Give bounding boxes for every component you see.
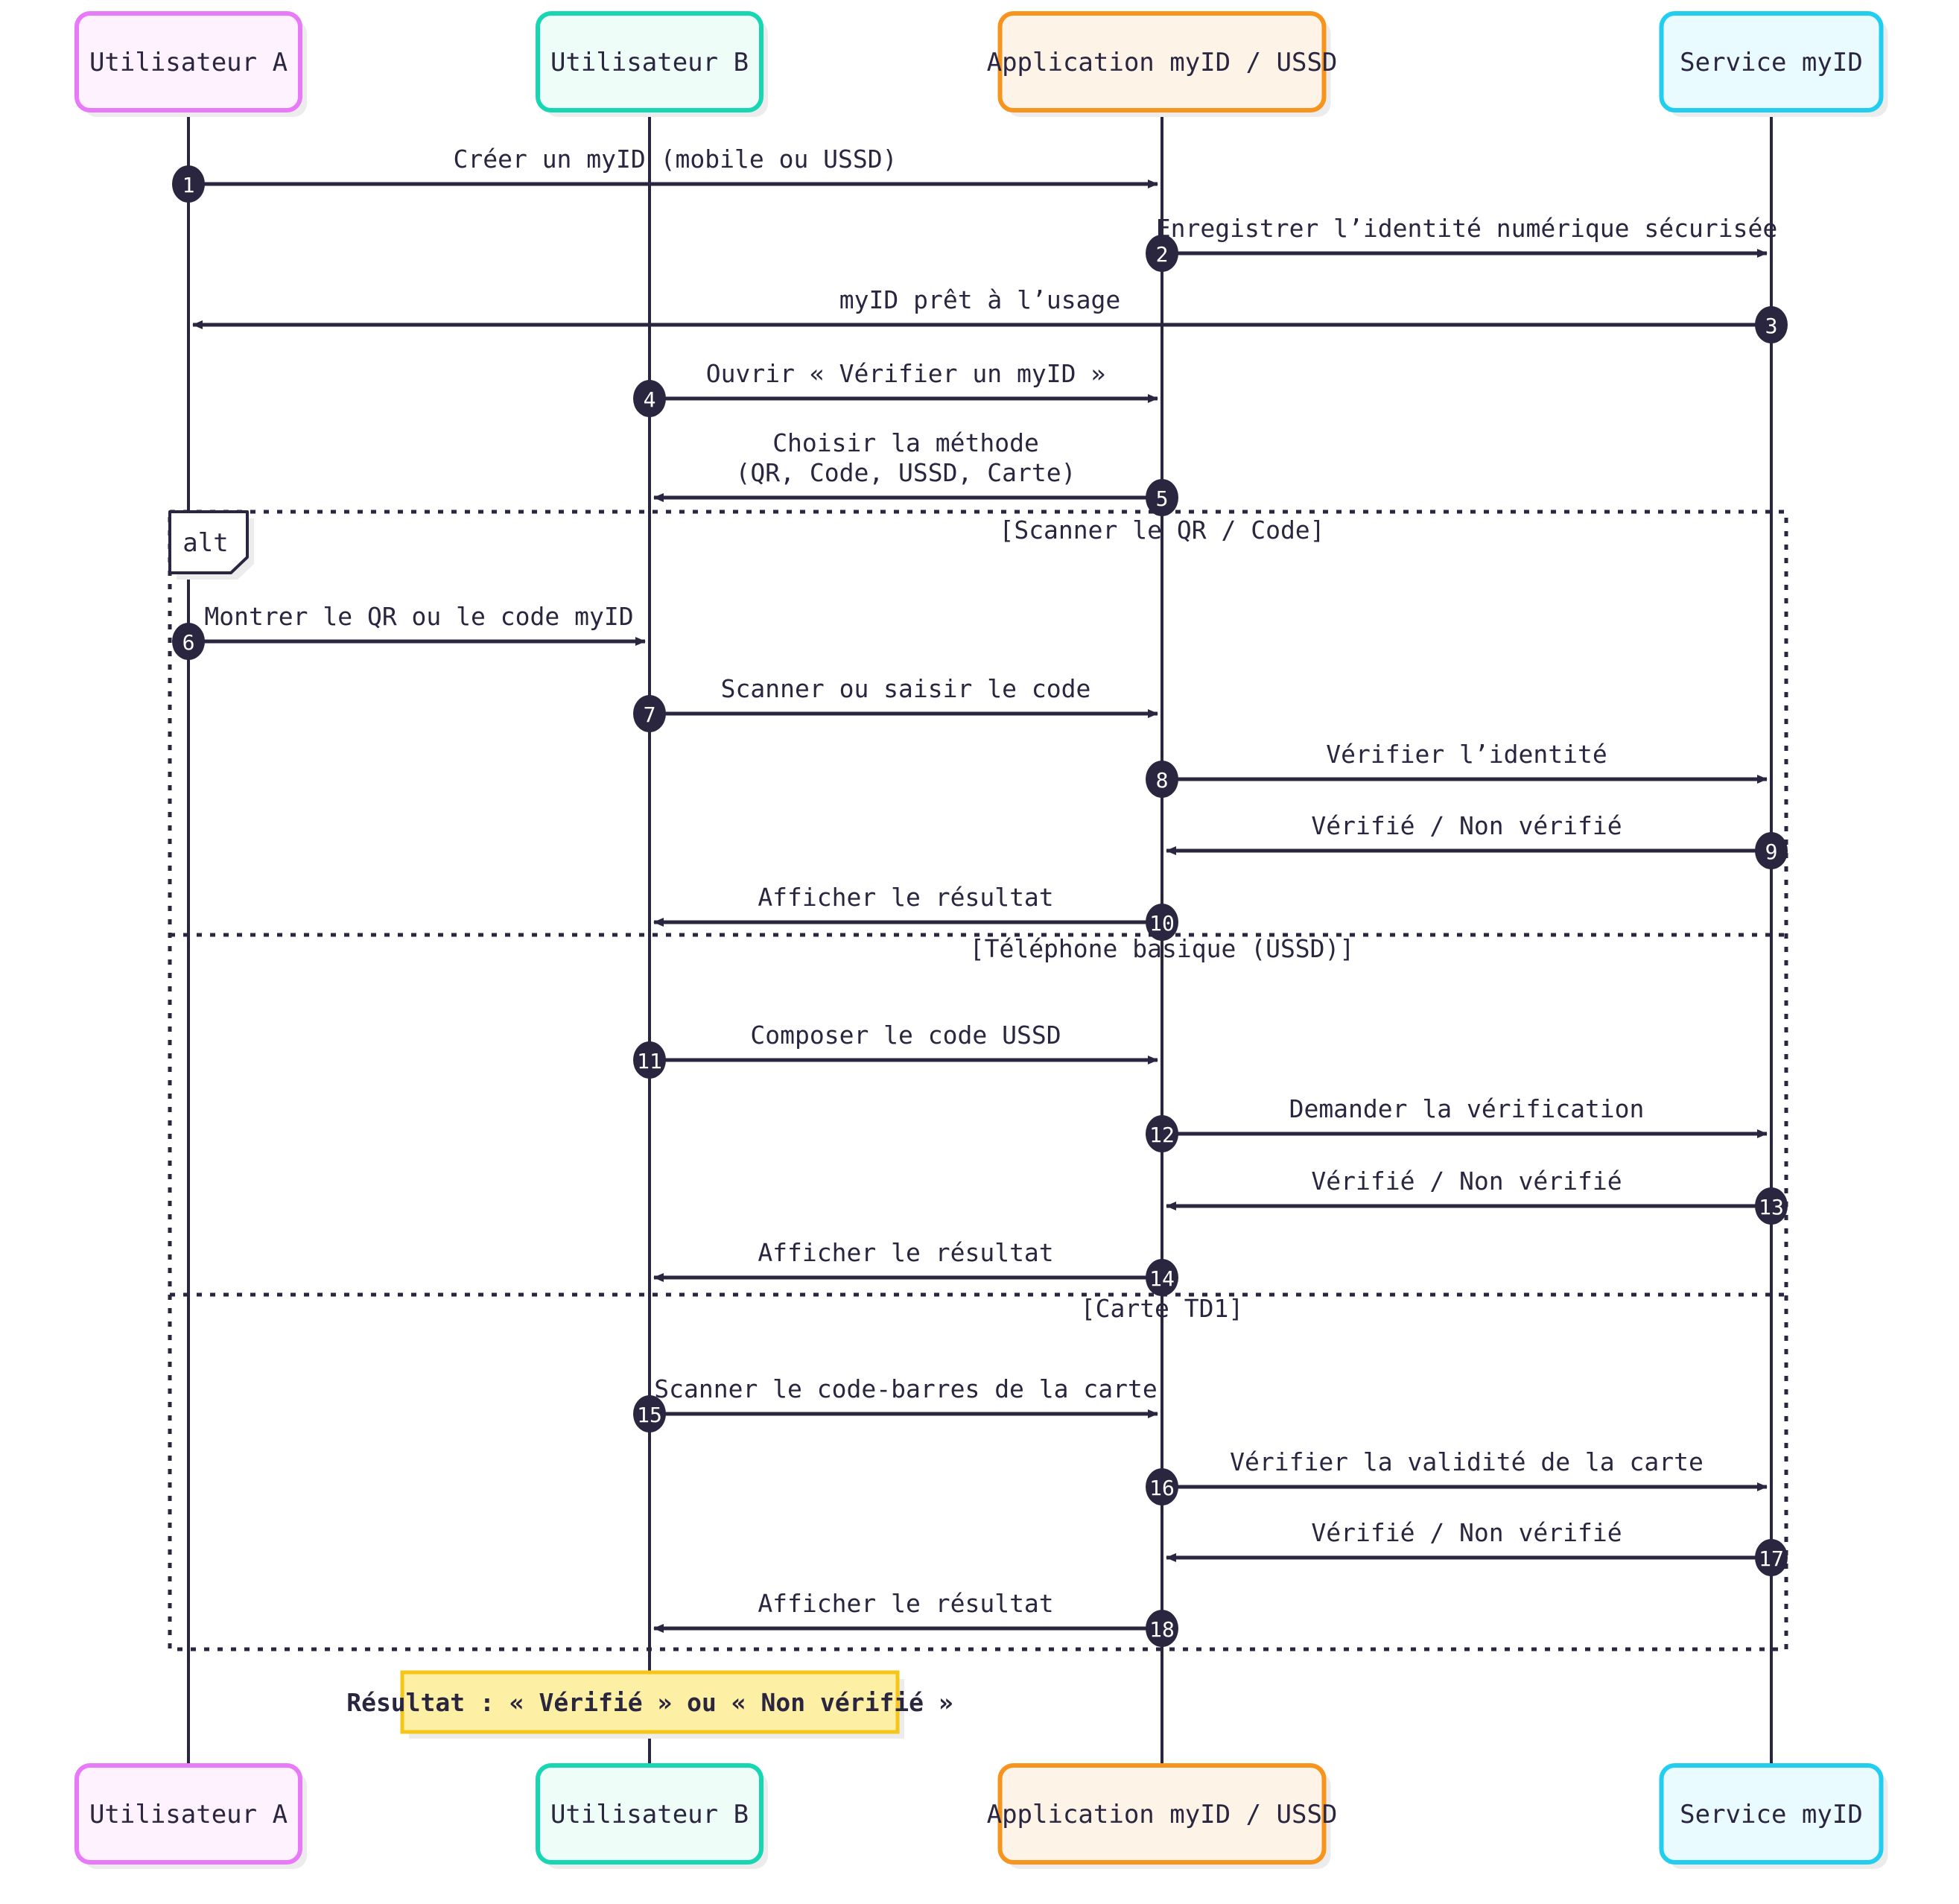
sequence-number: 5	[1156, 486, 1169, 511]
note-text: Résultat : « Vérifié » ou « Non vérifié …	[346, 1688, 953, 1717]
sequence-number: 17	[1759, 1546, 1784, 1571]
message-17: Vérifié / Non vérifié 17	[1166, 1518, 1788, 1576]
sequence-number-badge: 17	[1755, 1539, 1788, 1576]
alt-branch-condition: [Scanner le QR / Code]	[999, 515, 1324, 545]
sequence-number: 4	[644, 387, 656, 412]
actor-box-d-bottom[interactable]: Service myID	[1659, 1763, 1888, 1869]
actor-label: Service myID	[1680, 48, 1863, 77]
sequence-number-badge: 14	[1146, 1259, 1178, 1296]
actor-label: Application myID / USSD	[987, 48, 1338, 77]
alt-keyword-label: alt	[182, 528, 228, 558]
sequence-number-badge: 1	[172, 165, 205, 203]
actor-box-a-top[interactable]: Utilisateur A	[74, 11, 307, 117]
sequence-number-badge: 16	[1146, 1468, 1178, 1505]
sequence-number-badge: 2	[1146, 235, 1178, 272]
sequence-number-badge: 11	[633, 1041, 666, 1079]
message-label: Composer le code USSD	[750, 1021, 1061, 1050]
sequence-number-badge: 5	[1146, 479, 1178, 516]
messages-group: Créer un myID (mobile ou USSD) 1Enregistr…	[172, 145, 1788, 1647]
actor-label: Application myID / USSD	[987, 1800, 1338, 1830]
actor-box-b-top[interactable]: Utilisateur B	[536, 11, 768, 117]
message-label: Vérifié / Non vérifié	[1311, 1167, 1622, 1196]
message-7: Scanner ou saisir le code 7	[633, 674, 1158, 732]
sequence-number: 8	[1156, 768, 1169, 793]
message-label: Scanner le code-barres de la carte	[654, 1374, 1158, 1403]
message-label: Afficher le résultat	[758, 1238, 1053, 1267]
actor-box-d-top[interactable]: Service myID	[1659, 11, 1888, 117]
message-10: Afficher le résultat 10	[653, 883, 1178, 941]
sequence-number-badge: 3	[1755, 306, 1788, 343]
message-label: (QR, Code, USSD, Carte)	[736, 458, 1076, 487]
sequence-number-badge: 7	[633, 695, 666, 732]
message-label: Enregistrer l’identité numérique sécuris…	[1156, 214, 1777, 243]
sequence-number: 18	[1149, 1617, 1175, 1642]
actor-label: Utilisateur B	[550, 1800, 749, 1830]
message-1: Créer un myID (mobile ou USSD) 1	[172, 145, 1158, 203]
sequence-number-badge: 15	[633, 1395, 666, 1432]
sequence-number-badge: 4	[633, 380, 666, 417]
message-14: Afficher le résultat 14	[653, 1238, 1178, 1296]
sequence-number: 2	[1156, 242, 1169, 267]
message-label: Montrer le QR ou le code myID	[204, 602, 633, 631]
message-5: Choisir la méthode(QR, Code, USSD, Carte…	[653, 428, 1178, 516]
sequence-number: 7	[644, 702, 656, 727]
sequence-number-badge: 6	[172, 623, 205, 660]
message-label: Scanner ou saisir le code	[721, 674, 1091, 703]
sequence-number: 13	[1759, 1195, 1784, 1219]
sequence-number: 15	[637, 1403, 662, 1427]
message-label: Vérifié / Non vérifié	[1311, 811, 1622, 840]
message-11: Composer le code USSD 11	[633, 1021, 1158, 1079]
actor-label: Utilisateur B	[550, 48, 749, 77]
sequence-number: 6	[182, 630, 195, 655]
sequence-number: 1	[182, 173, 195, 197]
actor-box-b-bottom[interactable]: Utilisateur B	[536, 1763, 768, 1869]
message-9: Vérifié / Non vérifié 9	[1166, 811, 1788, 869]
message-label: Vérifié / Non vérifié	[1311, 1518, 1622, 1547]
message-13: Vérifié / Non vérifié 13	[1166, 1167, 1788, 1225]
sequence-number: 10	[1149, 911, 1175, 936]
message-label: Ouvrir « Vérifier un myID »	[706, 359, 1105, 388]
message-12: Demander la vérification 12	[1146, 1094, 1768, 1152]
actors-group: Utilisateur A Utilisateur B Application my…	[74, 11, 1888, 1869]
message-label: myID prêt à l’usage	[839, 285, 1121, 314]
note-group: Résultat : « Vérifié » ou « Non vérifié …	[346, 1670, 953, 1739]
sequence-number: 3	[1765, 314, 1778, 338]
actor-label: Utilisateur A	[89, 1800, 288, 1830]
message-2: Enregistrer l’identité numérique sécuris…	[1146, 214, 1777, 272]
sequence-number-badge: 18	[1146, 1610, 1178, 1647]
actor-label: Service myID	[1680, 1800, 1863, 1830]
actor-box-c-bottom[interactable]: Application myID / USSD	[987, 1763, 1338, 1869]
message-label: Vérifier l’identité	[1326, 740, 1607, 769]
sequence-number-badge: 9	[1755, 832, 1788, 869]
sequence-number: 12	[1149, 1123, 1175, 1147]
actor-box-c-top[interactable]: Application myID / USSD	[987, 11, 1338, 117]
message-label: Vérifier la validité de la carte	[1230, 1447, 1704, 1476]
message-4: Ouvrir « Vérifier un myID » 4	[633, 359, 1158, 417]
message-18: Afficher le résultat 18	[653, 1589, 1178, 1647]
message-label: Demander la vérification	[1289, 1094, 1645, 1123]
actor-label: Utilisateur A	[89, 48, 288, 77]
message-label: Choisir la méthode	[772, 428, 1039, 457]
message-label: Afficher le résultat	[758, 883, 1053, 912]
message-label: Afficher le résultat	[758, 1589, 1053, 1618]
message-3: myID prêt à l’usage 3	[192, 285, 1788, 343]
message-6: Montrer le QR ou le code myID 6	[172, 602, 646, 660]
message-label: Créer un myID (mobile ou USSD)	[453, 145, 897, 174]
actor-box-a-bottom[interactable]: Utilisateur A	[74, 1763, 307, 1869]
sequence-number: 14	[1149, 1266, 1175, 1291]
sequence-number-badge: 8	[1146, 761, 1178, 798]
alt-fragment: alt[Scanner le QR / Code][Téléphone basi…	[168, 510, 1788, 1651]
sequence-number-badge: 13	[1755, 1187, 1788, 1225]
message-8: Vérifier l’identité 8	[1146, 740, 1768, 798]
message-16: Vérifier la validité de la carte 16	[1146, 1447, 1768, 1505]
sequence-number: 16	[1149, 1476, 1175, 1500]
sequence-number: 11	[637, 1049, 662, 1073]
sequence-number-badge: 10	[1146, 904, 1178, 941]
sequence-number: 9	[1765, 840, 1778, 864]
note-box: Résultat : « Vérifié » ou « Non vérifié …	[346, 1670, 953, 1739]
sequence-number-badge: 12	[1146, 1115, 1178, 1152]
alt-branch-condition: [Carte TD1]	[1081, 1294, 1244, 1323]
